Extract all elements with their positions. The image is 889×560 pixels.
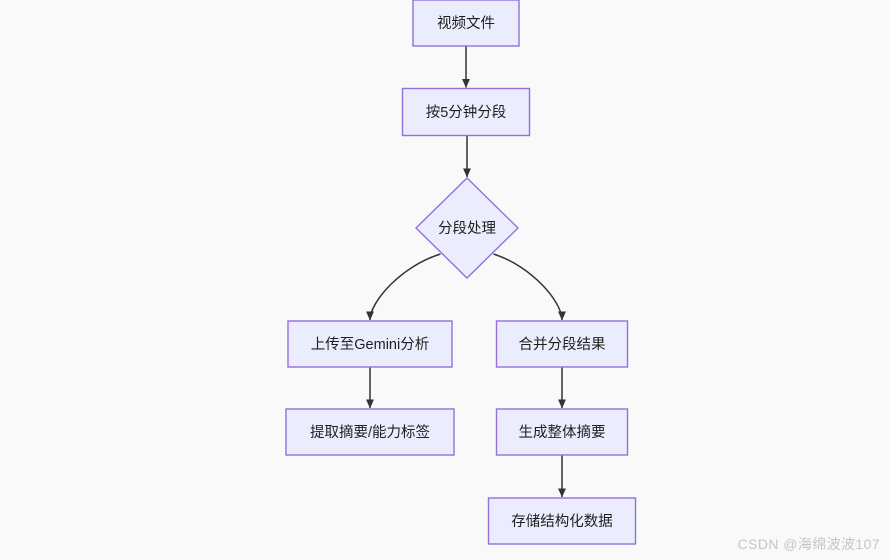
nodes-layer: 视频文件按5分钟分段分段处理上传至Gemini分析合并分段结果提取摘要/能力标签…	[285, 0, 637, 545]
node-shape-upload-gemini	[287, 320, 453, 368]
node-merge-segments[interactable]: 合并分段结果	[495, 320, 629, 368]
node-store-structured[interactable]: 存储结构化数据	[487, 497, 637, 545]
csdn-watermark: CSDN @海绵波波107	[737, 536, 880, 552]
node-video-file[interactable]: 视频文件	[412, 0, 520, 47]
edge-process-to-merge	[493, 253, 566, 321]
node-shape-video-file	[412, 0, 520, 47]
node-shape-segment-process	[415, 177, 519, 279]
node-shape-extract-summary	[285, 408, 455, 456]
node-shape-merge-segments	[495, 320, 629, 368]
node-shape-overall-summary	[495, 408, 629, 456]
node-shape-store-structured	[487, 497, 637, 545]
edges-layer	[366, 46, 566, 498]
edge-process-to-upload	[366, 253, 441, 321]
node-overall-summary[interactable]: 生成整体摘要	[495, 408, 629, 456]
node-segment-process[interactable]: 分段处理	[415, 177, 519, 279]
node-upload-gemini[interactable]: 上传至Gemini分析	[287, 320, 453, 368]
node-shape-segment-5min	[401, 87, 531, 137]
node-segment-5min[interactable]: 按5分钟分段	[401, 87, 531, 137]
node-extract-summary[interactable]: 提取摘要/能力标签	[285, 408, 455, 456]
